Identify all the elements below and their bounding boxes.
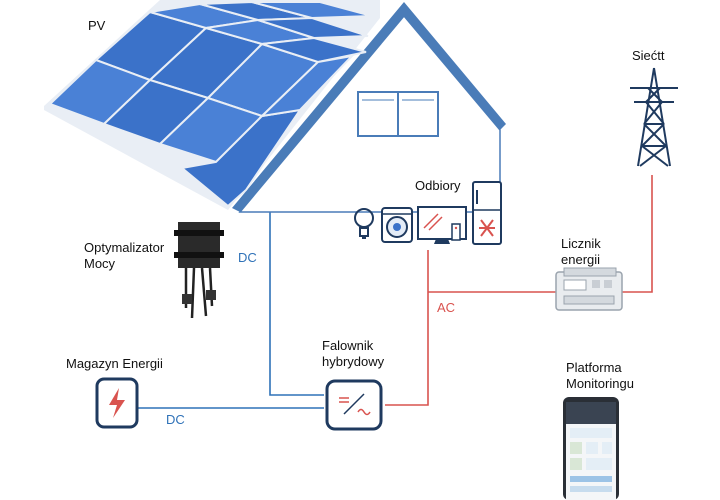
window-icon: [357, 91, 439, 137]
phone-icon: [563, 397, 619, 500]
grid-label-text: Sieć: [632, 48, 658, 63]
pv-label: PV: [88, 18, 106, 33]
transmission-tower-icon: [630, 67, 678, 167]
loads-group: [354, 181, 502, 245]
dc-line-panel: [269, 184, 324, 396]
washing-machine-icon: [381, 207, 413, 243]
platform-label-line1: Platforma: [566, 360, 622, 375]
energy-meter-icon: [555, 267, 623, 311]
light-bulb-icon: [354, 208, 374, 239]
inverter-icon: [325, 379, 383, 431]
fridge-icon: [472, 181, 502, 245]
dc-storage-tag: DC: [166, 412, 185, 427]
optimizer-label-line1: Optymalizator: [84, 240, 165, 255]
power-optimizer-icon: [174, 222, 224, 319]
optimizer-label-line2: Mocy: [84, 256, 116, 271]
battery-icon: [95, 377, 139, 429]
grid-label: Siećtt: [632, 48, 665, 64]
inverter-label-line2: hybrydowy: [322, 354, 385, 369]
ac-line-grid: [622, 175, 653, 293]
meter-label-line2: energii: [561, 252, 601, 267]
loads-label: Odbiory: [415, 178, 461, 193]
inverter-label-line1: Falownik: [322, 338, 374, 353]
house-icon: [232, 2, 506, 213]
storage-label: Magazyn Energii: [66, 356, 163, 371]
meter-label-line1: Licznik: [561, 236, 601, 251]
ac-line-inverter: [385, 292, 429, 406]
dc-panel-tag: DC: [238, 250, 257, 265]
ac-tag: AC: [437, 300, 456, 315]
tv-icon: [417, 206, 467, 244]
house-with-solar: [44, 0, 506, 213]
grid-label-suffix: tt: [657, 48, 665, 63]
solar-panel-icon: [44, 0, 380, 210]
platform-label-line2: Monitoringu: [566, 376, 634, 391]
